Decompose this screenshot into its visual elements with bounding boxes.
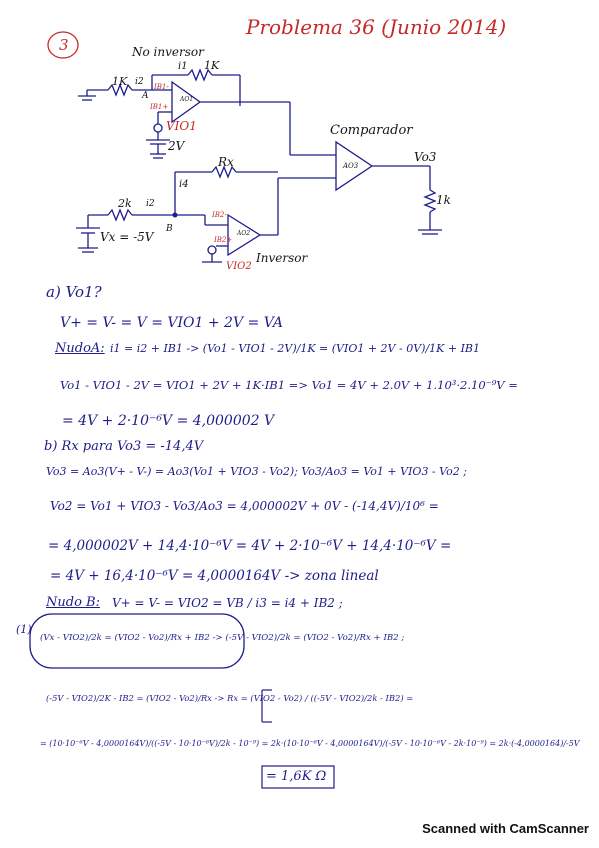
result-box [261, 765, 335, 789]
label-no-inversor: No inversor [132, 45, 204, 59]
part-b-line-1: Vo3 = Ao3(V+ - V-) = Ao3(Vo1 + VIO3 - Vo… [46, 465, 467, 478]
label-vo3: Vo3 [414, 150, 437, 164]
part-b-line-4: = 4V + 16,4·10⁻⁶V = 4,0000164V -> zona l… [50, 568, 379, 584]
label-2v: 2V [168, 139, 185, 153]
label-ao2: AO2 [237, 230, 251, 237]
label-i2: i2 [135, 77, 144, 87]
problem-number: 3 [59, 36, 69, 54]
label-ib1-minus: IB1- [154, 83, 169, 91]
label-comparador: Comparador [330, 123, 413, 138]
opamp-2 [227, 213, 262, 257]
part-b-line-5: V+ = V- = VIO2 = VB / i3 = i4 + IB2 ; [112, 596, 343, 610]
label-node-a: A [142, 91, 149, 101]
label-node-b: B [166, 224, 173, 234]
resistor-load [423, 189, 437, 213]
part-a-line-1: V+ = V- = V = VIO1 + 2V = VA [60, 315, 283, 331]
part-b-line-7: (-5V - VIO2)/2K - IB2 = (VIO2 - Vo2)/Rx … [46, 693, 414, 703]
label-vx: Vx = -5V [100, 230, 154, 244]
problem-number-circle [47, 31, 79, 59]
label-i2-b: i2 [146, 199, 155, 209]
label-i4: i4 [179, 179, 189, 190]
nodo-a-label: NudoA: [55, 341, 105, 356]
resistor-2k [107, 208, 133, 222]
part-a-heading: a) Vo1? [46, 283, 102, 301]
part-b-heading: b) Rx para Vo3 = -14,4V [44, 439, 204, 454]
resistor-1k-a [107, 83, 133, 97]
label-r1: 1K [112, 75, 128, 88]
resistor-1k-feedback [187, 68, 213, 82]
resistor-rx [211, 165, 237, 179]
part-a-line-2: i1 = i2 + IB1 -> (Vo1 - VIO1 - 2V)/1K = … [110, 342, 480, 355]
label-inversor: Inversor [256, 251, 308, 265]
page-title: Problema 36 (Junio 2014) [246, 15, 507, 39]
final-result: = 1,6K Ω [266, 769, 327, 784]
label-ib2-plus: IB2+ [214, 236, 233, 244]
label-ao1: AO1 [180, 96, 194, 103]
label-r2: 1K [204, 59, 220, 72]
part-b-line-2: Vo2 = Vo1 + VIO3 - Vo3/Ao3 = 4,000002V +… [50, 499, 439, 513]
part-b-line-8: = (10·10⁻⁶V - 4,0000164V)/((-5V - 10·10⁻… [40, 739, 580, 748]
label-ib1-plus: IB1+ [150, 103, 169, 111]
label-vio2: VIO2 [226, 261, 252, 272]
label-ib2-minus: IB2- [212, 211, 227, 219]
label-i1: i1 [178, 61, 188, 72]
part-a-line-3: Vo1 - VIO1 - 2V = VIO1 + 2V + 1K·IB1 => … [60, 378, 518, 392]
scanner-watermark: Scanned with CamScanner [422, 821, 589, 836]
label-vio1: VIO1 [166, 119, 197, 133]
part-a-line-4: = 4V + 2·10⁻⁶V = 4,000002 V [62, 413, 275, 429]
part-b-line-6: (Vx - VIO2)/2k = (VIO2 - Vo2)/Rx + IB2 -… [40, 633, 405, 643]
node-b-dot [172, 212, 178, 218]
label-r3: 2k [118, 197, 132, 210]
part-b-line-3: = 4,000002V + 14,4·10⁻⁶V = 4V + 2·10⁻⁶V … [48, 538, 452, 554]
equation-index: (1) [16, 623, 32, 636]
opamp-1 [171, 80, 202, 124]
circuit-diagram [47, 31, 442, 263]
opamp-comparator [335, 140, 374, 192]
label-rload: 1k [436, 193, 451, 207]
label-rx: Rx [218, 155, 234, 169]
label-ao3: AO3 [343, 162, 359, 170]
nodo-b-label: Nudo B: [46, 595, 100, 610]
